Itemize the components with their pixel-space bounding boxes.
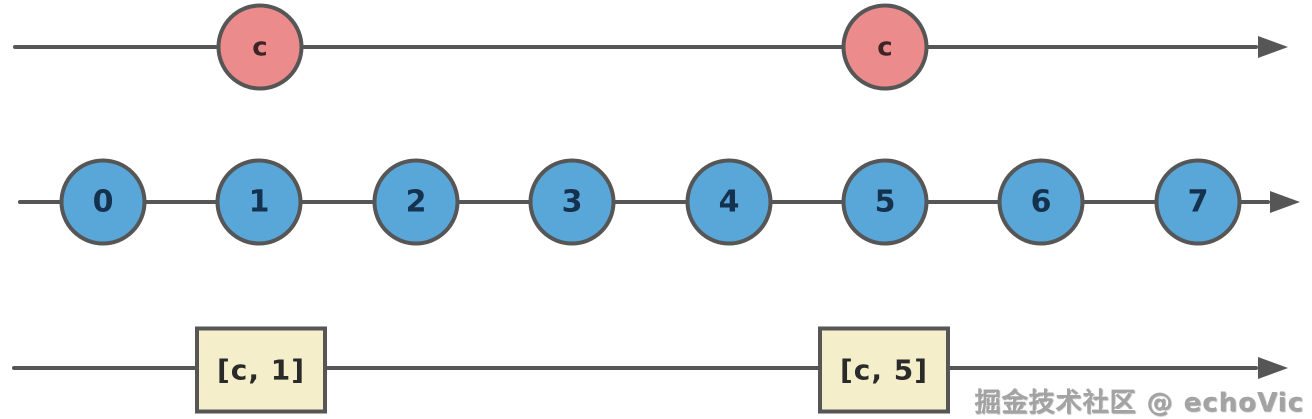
number-node-label: 0	[92, 184, 114, 220]
number-node-1: 1	[215, 158, 303, 246]
number-node-0: 0	[59, 158, 147, 246]
watermark-text: 掘金技术社区 @ echoVic	[974, 388, 1304, 418]
number-axis-arrow-right-icon	[1270, 191, 1300, 213]
event-node-label: c	[252, 32, 268, 62]
number-node-label: 2	[405, 184, 427, 220]
pair-box-c-1: [c, 1]	[195, 326, 327, 414]
events-axis-arrow-right-icon	[1258, 36, 1288, 58]
event-node-c-at-5: c	[841, 3, 929, 91]
events-axis-line	[13, 45, 1258, 49]
number-node-label: 7	[1187, 184, 1209, 220]
number-node-7: 7	[1154, 158, 1242, 246]
event-node-label: c	[877, 32, 893, 62]
pairs-axis-line	[12, 366, 1258, 370]
number-node-label: 4	[718, 184, 740, 220]
number-node-6: 6	[997, 158, 1085, 246]
number-node-5: 5	[841, 158, 929, 246]
number-node-label: 6	[1030, 184, 1052, 220]
pairs-axis-arrow-right-icon	[1258, 357, 1288, 379]
pair-box-label: [c, 5]	[839, 353, 929, 387]
number-node-4: 4	[685, 158, 773, 246]
pair-box-label: [c, 1]	[216, 353, 306, 387]
number-node-label: 5	[874, 184, 896, 220]
number-node-3: 3	[528, 158, 616, 246]
number-axis-line	[18, 200, 1270, 204]
number-node-label: 1	[248, 184, 270, 220]
number-node-label: 3	[561, 184, 583, 220]
pair-box-c-5: [c, 5]	[818, 326, 950, 414]
event-node-c-at-1: c	[216, 3, 304, 91]
number-node-2: 2	[372, 158, 460, 246]
